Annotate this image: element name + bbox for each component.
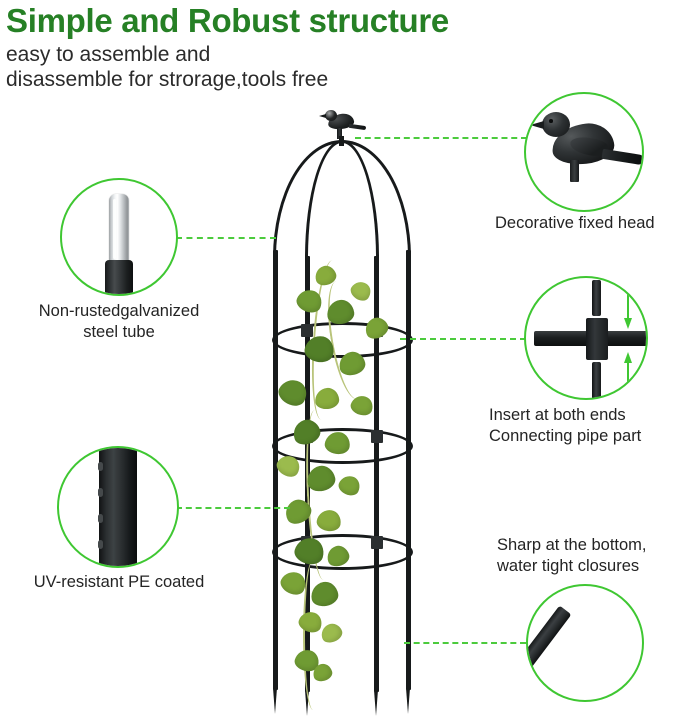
callout-circle-pe-coated[interactable] xyxy=(57,446,179,568)
trellis-ground-spike-3 xyxy=(374,690,378,716)
arrow-up-icon xyxy=(622,352,634,390)
climbing-vine xyxy=(255,259,445,710)
callout-caption-decorative-head: Decorative fixed head xyxy=(495,214,655,232)
product-obelisk-trellis xyxy=(255,108,445,716)
trellis-bird-finial-icon xyxy=(318,108,367,140)
bird-finial-icon xyxy=(526,94,642,210)
arrow-down-icon xyxy=(622,292,634,330)
galvanized-tube-icon xyxy=(62,180,176,294)
trellis-clamp xyxy=(371,536,383,549)
trellis-clamp xyxy=(371,430,383,443)
trellis-post-midright xyxy=(374,256,379,692)
pointed-stake-icon xyxy=(528,586,642,700)
trellis-finial-stem xyxy=(339,136,344,146)
connector-line-pe-coated xyxy=(176,507,290,509)
trellis-ground-spike-1 xyxy=(273,688,277,714)
page-title: Simple and Robust structure xyxy=(6,2,449,39)
pipe-connector-icon xyxy=(526,278,646,398)
trellis-post-right xyxy=(406,250,411,690)
trellis-clamp xyxy=(301,324,313,337)
callout-caption-pe-coated: UV-resistant PE coated xyxy=(33,573,205,591)
trellis-ring-middle xyxy=(272,428,413,464)
connector-line-connecting-pipe xyxy=(400,338,526,340)
connector-line-decorative-head xyxy=(355,137,527,139)
callout-circle-connecting-pipe[interactable] xyxy=(524,276,648,400)
trellis-ring-lower xyxy=(272,534,413,570)
callout-caption-sharp-bottom: Sharp at the bottom, water tight closure… xyxy=(497,536,647,575)
page-subtitle: easy to assemble and disassemble for str… xyxy=(6,43,329,91)
callout-circle-galvanized-steel-tube[interactable] xyxy=(60,178,178,296)
callout-caption-galvanized-steel-tube: Non-rustedgalvanized steel tube xyxy=(38,302,200,341)
trellis-post-left xyxy=(273,250,278,690)
callout-caption-connecting-pipe: Insert at both ends Connecting pipe part xyxy=(489,406,642,445)
callout-circle-sharp-bottom[interactable] xyxy=(526,584,644,702)
trellis-ground-spike-4 xyxy=(406,688,410,714)
trellis-ground-spike-2 xyxy=(305,690,309,716)
trellis-post-midleft xyxy=(305,256,310,692)
pe-coated-bar-icon xyxy=(59,448,177,566)
connector-line-steel-tube xyxy=(176,237,276,239)
connector-line-sharp-bottom xyxy=(404,642,526,644)
callout-circle-decorative-head[interactable] xyxy=(524,92,644,212)
